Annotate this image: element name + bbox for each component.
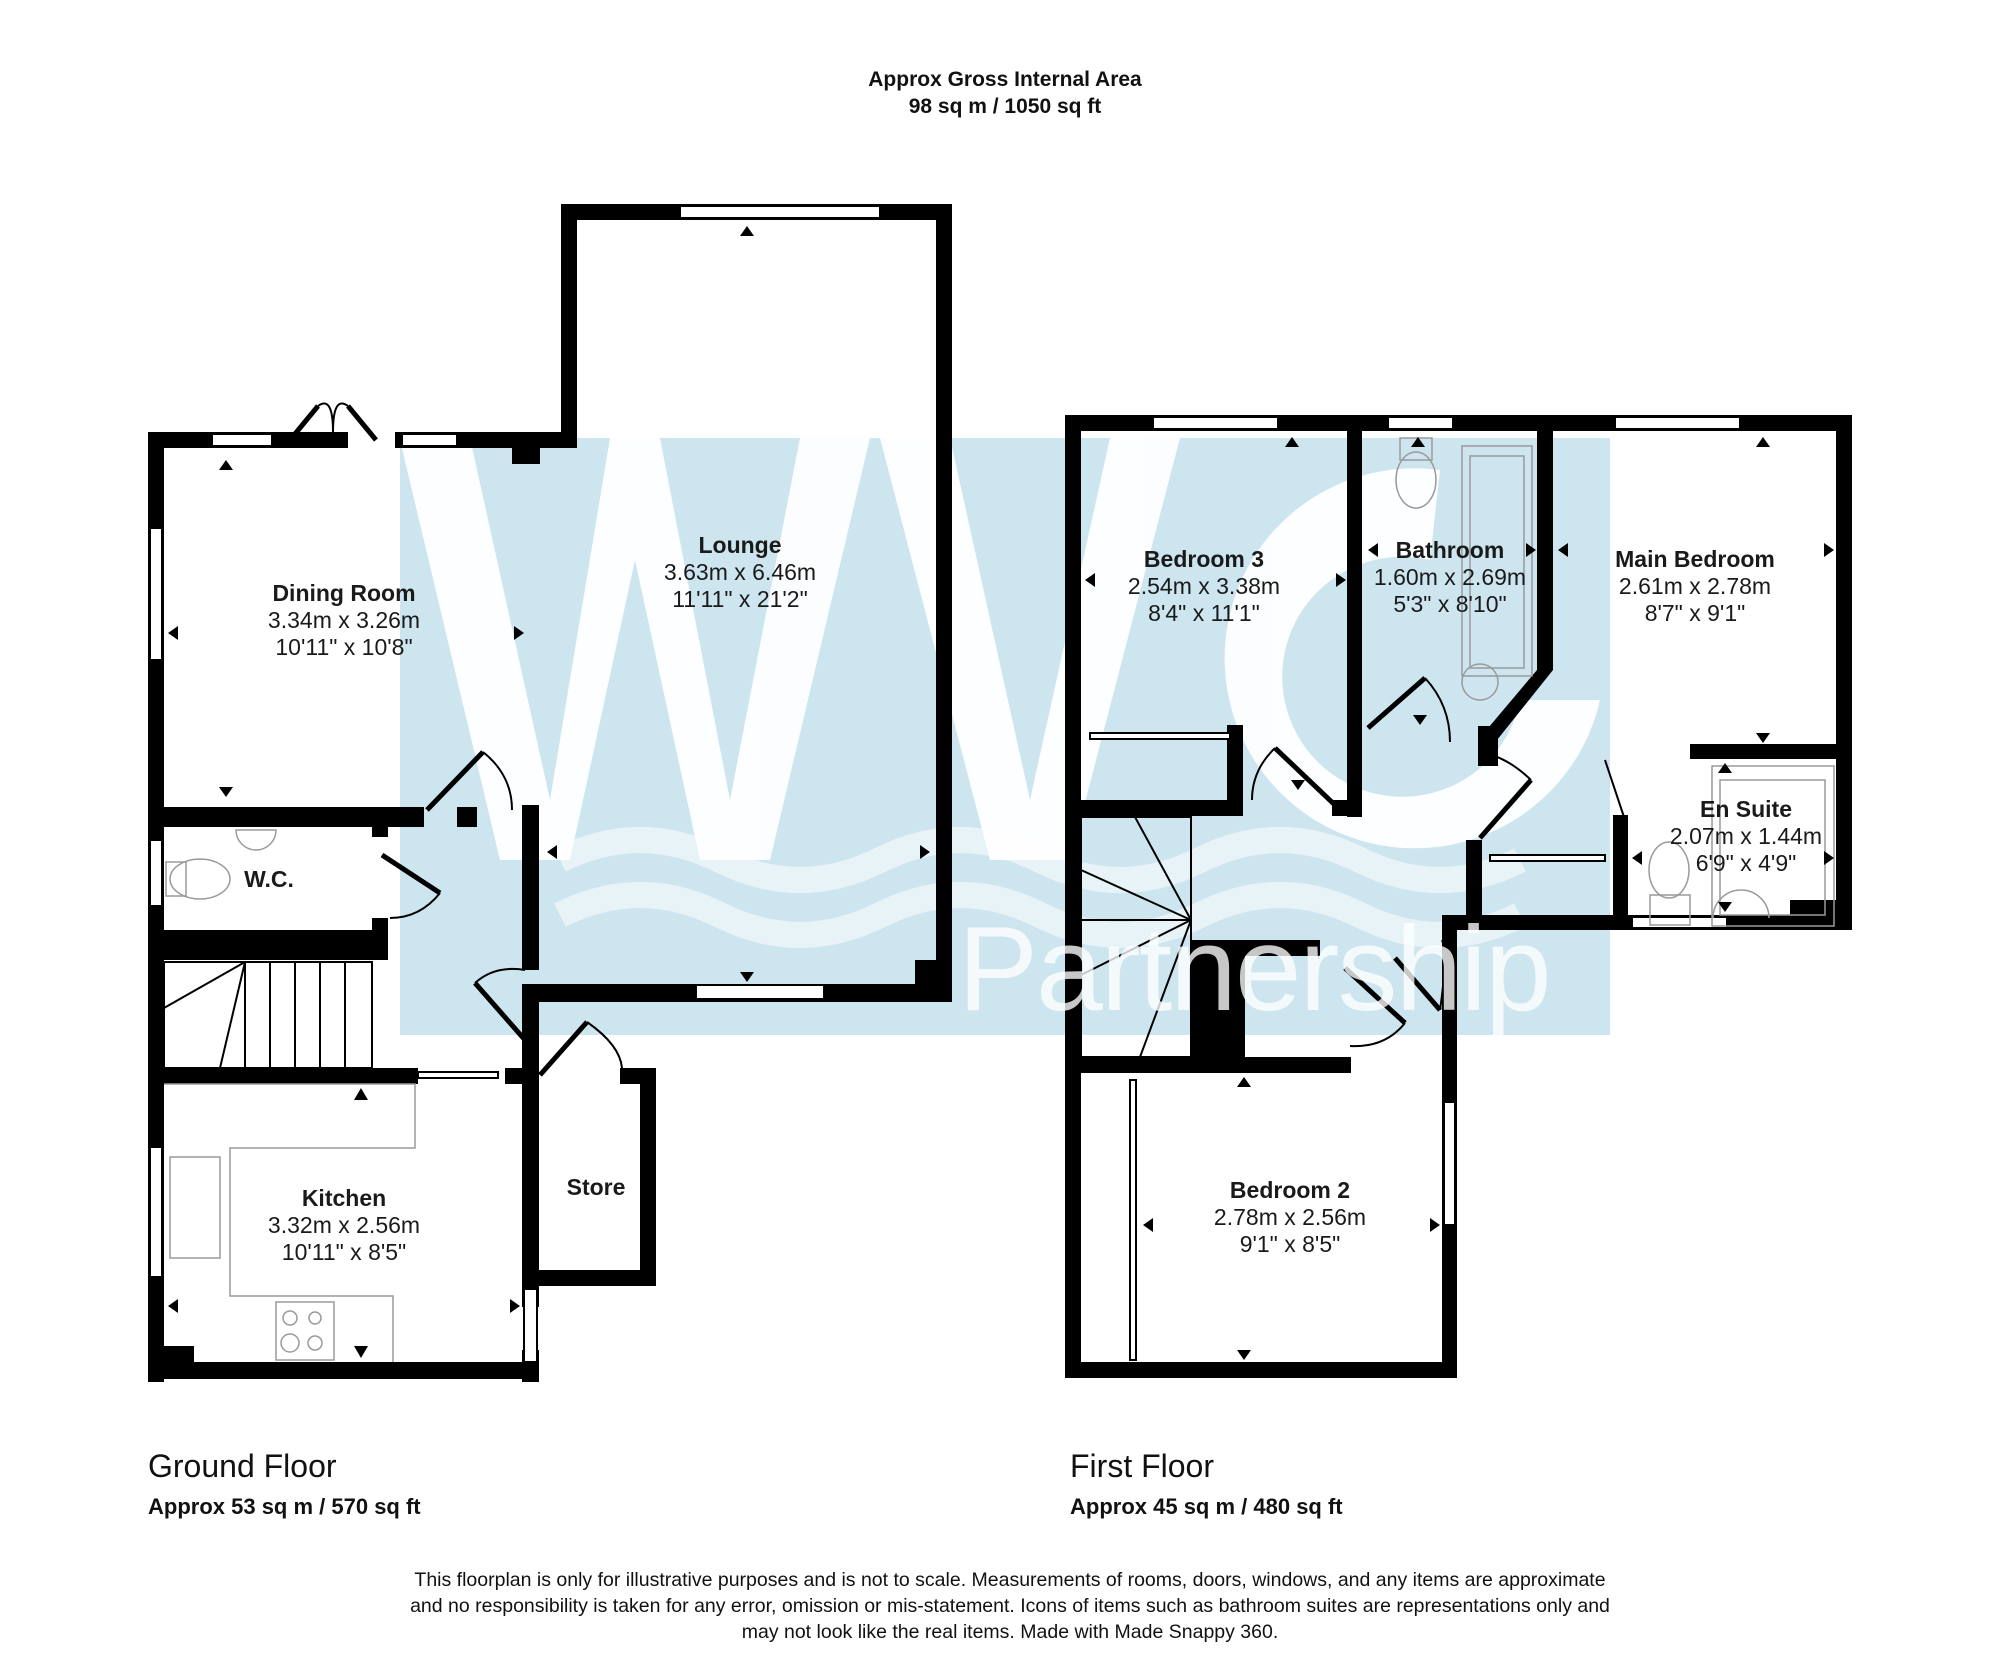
room-label-wc: W.C.: [244, 866, 294, 893]
room-imperial: 10'11" x 8'5": [281, 1239, 407, 1265]
ground-floor-walls: [148, 204, 952, 1382]
ground-stairs-icon: [163, 961, 373, 1069]
disclaimer-line-1: This floorplan is only for illustrative …: [414, 1569, 1606, 1591]
room-metric: 3.63m x 6.46m: [663, 559, 817, 585]
first-floor-windows: [1129, 416, 1741, 1361]
room-metric: 2.61m x 2.78m: [1618, 573, 1772, 599]
ground-floor-windows: [149, 205, 881, 1363]
room-name: En Suite: [1699, 796, 1793, 822]
title-line-2: 98 sq m / 1050 sq ft: [908, 95, 1102, 118]
room-name: Bedroom 3: [1143, 546, 1265, 572]
first-floor-area: Approx 45 sq m / 480 sq ft: [1070, 1494, 1343, 1519]
first-floor-measure-arrows: [1085, 437, 1834, 1360]
ground-measure-arrows: [168, 226, 930, 1358]
room-name: W.C.: [244, 866, 294, 892]
room-label-store: Store: [567, 1174, 626, 1201]
room-label-en-suite: En Suite 2.07m x 1.44m 6'9" x 4'9": [1670, 796, 1822, 877]
room-label-lounge: Lounge 3.63m x 6.46m 11'11" x 21'2": [664, 532, 816, 613]
room-label-main-bedroom: Main Bedroom 2.61m x 2.78m 8'7" x 9'1": [1615, 546, 1775, 627]
room-label-bathroom: Bathroom 1.60m x 2.69m 5'3" x 8'10": [1374, 537, 1526, 618]
room-metric: 2.54m x 3.38m: [1127, 573, 1281, 599]
room-imperial: 11'11" x 21'2": [672, 586, 808, 612]
watermark-waves-icon: [554, 827, 1526, 948]
room-name: Kitchen: [301, 1185, 387, 1211]
disclaimer-line-3: may not look like the real items. Made w…: [741, 1621, 1279, 1643]
room-metric: 2.78m x 2.56m: [1213, 1204, 1367, 1230]
room-metric: 2.07m x 1.44m: [1669, 823, 1823, 849]
ground-floor-title: Ground Floor: [148, 1448, 337, 1484]
gross-internal-area-title: Approx Gross Internal Area 98 sq m / 105…: [0, 66, 2000, 120]
first-floor-stairs-icon: [1080, 816, 1192, 1058]
room-label-bedroom-2: Bedroom 2 2.78m x 2.56m 9'1" x 8'5": [1214, 1177, 1366, 1258]
kitchen-worktop-icon: [164, 1083, 416, 1362]
ground-floor-area: Approx 53 sq m / 570 sq ft: [148, 1494, 421, 1519]
room-name: Main Bedroom: [1615, 546, 1775, 572]
room-label-kitchen: Kitchen 3.32m x 2.56m 10'11" x 8'5": [268, 1185, 420, 1266]
room-label-dining-room: Dining Room 3.34m x 3.26m 10'11" x 10'8": [268, 580, 420, 661]
watermark-partnership-text: Partnership: [958, 902, 1552, 1036]
room-name: Bedroom 2: [1229, 1177, 1351, 1203]
room-imperial: 9'1" x 8'5": [1239, 1231, 1341, 1257]
room-imperial: 6'9" x 4'9": [1695, 850, 1797, 876]
room-imperial: 5'3" x 8'10": [1393, 591, 1507, 617]
first-floor-title: First Floor: [1070, 1448, 1214, 1484]
disclaimer-text: This floorplan is only for illustrative …: [340, 1567, 1680, 1645]
room-label-bedroom-3: Bedroom 3 2.54m x 3.38m 8'4" x 11'1": [1128, 546, 1280, 627]
first-floor-doors: [1089, 676, 1626, 1048]
room-name: Dining Room: [272, 580, 416, 606]
title-line-1: Approx Gross Internal Area: [868, 68, 1142, 91]
room-name: Bathroom: [1395, 537, 1505, 563]
watermark-logo-icon: [400, 438, 1600, 860]
room-name: Lounge: [698, 532, 782, 558]
room-metric: 3.34m x 3.26m: [267, 607, 421, 633]
room-metric: 3.32m x 2.56m: [267, 1212, 421, 1238]
bathroom-fixtures-icon: [1395, 437, 1835, 927]
ground-floor-doors: [288, 402, 623, 1079]
wc-toilet-icon: [165, 829, 277, 900]
room-name: Store: [566, 1174, 626, 1200]
room-metric: 1.60m x 2.69m: [1373, 564, 1527, 590]
room-imperial: 8'4" x 11'1": [1148, 600, 1260, 626]
room-imperial: 8'7" x 9'1": [1644, 600, 1746, 626]
room-imperial: 10'11" x 10'8": [275, 634, 413, 660]
disclaimer-line-2: and no responsibility is taken for any e…: [410, 1595, 1610, 1617]
